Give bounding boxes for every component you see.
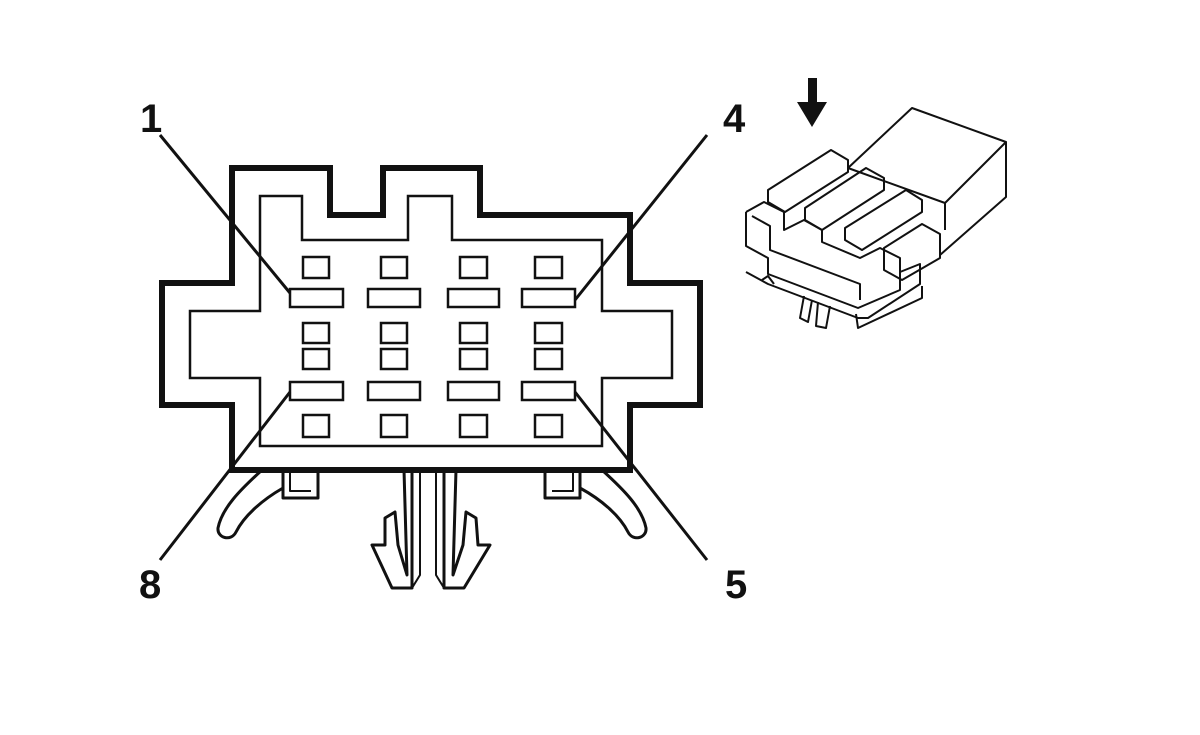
cavity bbox=[533, 321, 564, 345]
front-step bbox=[745, 201, 901, 272]
leader-line-pin-5 bbox=[573, 391, 709, 561]
terminal-slots bbox=[288, 287, 577, 402]
locking-features bbox=[216, 468, 648, 590]
right-clip bbox=[579, 468, 648, 540]
front-face-outline bbox=[745, 212, 921, 319]
cavity bbox=[533, 255, 564, 280]
cavity bbox=[458, 321, 489, 345]
side-tab bbox=[761, 275, 775, 285]
terminal-slot bbox=[366, 287, 422, 309]
right-notch bbox=[543, 470, 582, 500]
cavity bbox=[379, 413, 409, 439]
cavity bbox=[379, 347, 409, 371]
terminal-slot bbox=[446, 287, 501, 309]
bottom-latch-left bbox=[799, 295, 813, 323]
pin-label-1: 1 bbox=[140, 97, 162, 141]
cavity bbox=[458, 413, 489, 439]
cavity bbox=[533, 347, 564, 371]
connector-inner-outline bbox=[188, 194, 674, 448]
top-rib-3 bbox=[844, 189, 923, 251]
pin-label-4: 4 bbox=[723, 97, 746, 141]
left-notch-inner bbox=[289, 470, 311, 492]
terminal-slot bbox=[288, 380, 345, 402]
bottom-latch-right bbox=[855, 286, 923, 329]
right-notch-inner bbox=[552, 470, 574, 492]
left-notch bbox=[281, 470, 320, 500]
latch-right-inner bbox=[435, 470, 445, 589]
pin-label-8: 8 bbox=[139, 563, 161, 607]
cavity bbox=[301, 413, 331, 439]
cavity bbox=[379, 255, 409, 280]
down-arrow-icon bbox=[797, 78, 827, 127]
terminal-slot bbox=[446, 380, 501, 402]
cavity bbox=[379, 321, 409, 345]
rear-body-side bbox=[939, 142, 1007, 256]
rear-body-top bbox=[847, 107, 1007, 204]
terminal-slot bbox=[520, 380, 577, 402]
cavity bbox=[458, 347, 489, 371]
connector-3d-view bbox=[745, 78, 1007, 329]
cavity bbox=[533, 413, 564, 439]
top-rib-1 bbox=[767, 149, 849, 213]
connector-housing-outline bbox=[159, 165, 703, 473]
cavity bbox=[301, 321, 331, 345]
pin-label-5: 5 bbox=[725, 563, 747, 607]
top-rib-4 bbox=[883, 223, 941, 281]
left-clip bbox=[216, 468, 284, 540]
cavity bbox=[301, 255, 331, 280]
square-cavities bbox=[301, 255, 564, 439]
latch-left-leg bbox=[370, 469, 414, 590]
cavity bbox=[458, 255, 489, 280]
latch-left-inner bbox=[411, 470, 421, 589]
terminal-slot bbox=[520, 287, 577, 309]
leader-lines bbox=[158, 134, 709, 561]
bottom-latch-mid bbox=[815, 301, 831, 329]
latch-right-leg bbox=[442, 469, 492, 590]
leader-line-pin-8 bbox=[158, 391, 292, 561]
connector-face: 1 4 8 5 bbox=[139, 97, 747, 607]
terminal-slot bbox=[288, 287, 345, 309]
terminal-slot bbox=[366, 380, 422, 402]
front-face-inner bbox=[751, 215, 861, 300]
leader-line-pin-1 bbox=[158, 134, 292, 294]
cavity bbox=[301, 347, 331, 371]
leader-line-pin-4 bbox=[573, 134, 709, 301]
